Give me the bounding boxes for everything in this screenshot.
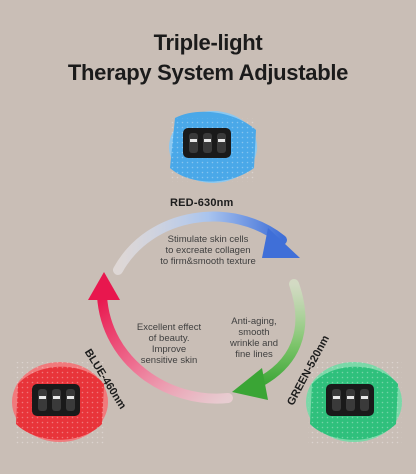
green-desc-line: smooth (238, 327, 270, 338)
green-mode-description: Anti-aging, smooth wrinkle and fine line… (214, 316, 294, 360)
green-desc-line: Anti-aging, (231, 316, 277, 327)
red-mode-description: Stimulate skin cells to excreate collage… (150, 234, 266, 267)
blue-desc-line: Improve (151, 344, 187, 355)
blue-mode-description: Excellent effect of beauty. Improve sens… (126, 322, 212, 366)
right-arrow (232, 279, 306, 400)
green-device-icon (306, 362, 402, 446)
title-line-2: Therapy System Adjustable (67, 60, 349, 85)
red-desc-line: Stimulate skin cells (167, 234, 249, 245)
red-desc-line: to firm&smooth texture (160, 256, 256, 267)
title-line-1: Triple-light (153, 30, 263, 55)
red-device-icon (12, 362, 108, 446)
blue-desc-line: of beauty. (148, 333, 190, 344)
left-arrow (88, 272, 233, 404)
blue-desc-line: Excellent effect (136, 322, 202, 333)
green-desc-line: fine lines (235, 349, 273, 360)
blue-desc-line: sensitive skin (140, 355, 198, 366)
red-mode-label: RED-630nm (170, 197, 234, 209)
green-desc-line: wrinkle and (229, 338, 279, 349)
top-arrow (113, 211, 300, 275)
red-desc-line: to excreate collagen (165, 245, 251, 256)
blue-device-icon (169, 111, 257, 183)
page-title: Triple-light Therapy System Adjustable (0, 28, 416, 88)
